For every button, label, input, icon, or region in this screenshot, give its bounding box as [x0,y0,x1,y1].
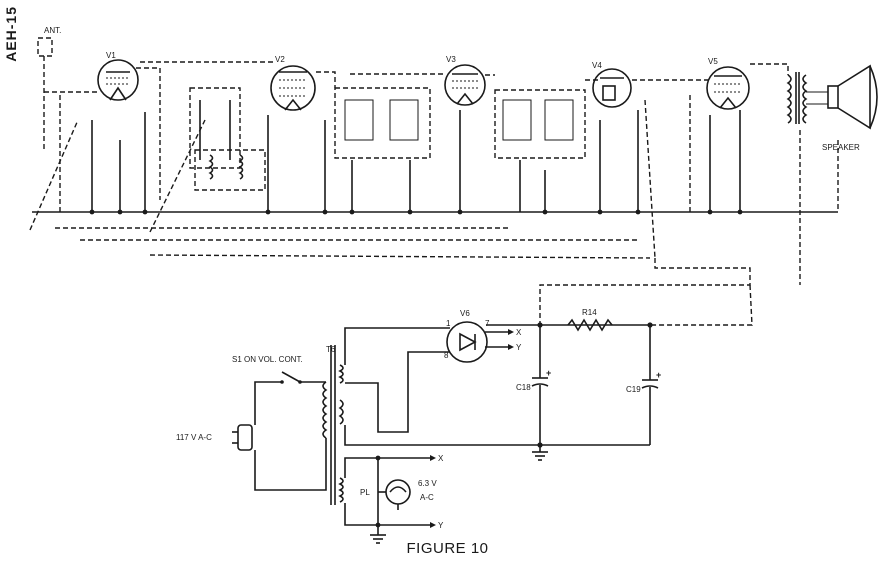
tube-v5-label: V5 [708,57,718,66]
ground-symbol-supply [532,445,548,461]
figure-caption: FIGURE 10 [406,540,489,557]
oscillator-coil [194,149,266,191]
tube-v3-label: V3 [446,55,456,64]
capacitor-c19: + C19 [626,325,661,445]
capacitor-c19-plus: + [656,370,661,380]
capacitor-c18-label: C18 [516,383,531,392]
speaker-label: SPEAKER [822,143,860,152]
if-transformer-3 [494,89,586,159]
capacitor-c19-label: C19 [626,385,641,394]
heater-node-x: X [438,454,444,463]
primary-circuit [254,371,327,491]
power-switch: S1 ON VOL. CONT. [232,355,303,364]
output-transformer [786,72,808,124]
capacitor-c18: + C18 [516,325,551,445]
heater-node-y: Y [438,521,444,530]
rectifier-v6: V6 1 7 8 X Y [444,309,522,363]
heater-type-label: A-C [420,493,434,502]
tube-v1-label: V1 [106,51,116,60]
antenna-symbol: ANT. [37,26,61,150]
tube-v4-label: V4 [592,61,602,70]
tube-v3: V3 [444,55,486,106]
antenna-label: ANT. [44,26,61,35]
b-plus-feed [539,258,753,326]
rectifier-pin-1: 1 [446,319,451,328]
ac-plug: 117 V A-C [176,424,253,451]
hv-wiring [344,324,650,446]
pilot-lamp-label: PL [360,488,370,497]
tube-v2: V2 [270,55,316,111]
tube-v4: V4 [592,61,632,108]
if-transformer-2 [334,87,431,159]
pilot-lamp: PL 6.3 V A-C [360,479,437,510]
resistor-label: R14 [582,308,597,317]
tube-v2-label: V2 [275,55,285,64]
bus-junctions [89,209,743,215]
speaker-symbol: SPEAKER [806,64,878,152]
resistor-r14: R14 [567,308,613,332]
tube-v1: V1 [97,51,139,101]
ground-bus [32,211,838,259]
rf-wiring [29,61,839,285]
if-transformer-1 [189,87,241,169]
heater-voltage-label: 6.3 V [418,479,437,488]
heater-circuit: X Y [344,454,444,544]
rectifier-pin-8: 8 [444,351,449,360]
capacitor-c18-plus: + [546,368,551,378]
line-voltage-label: 117 V A-C [176,433,212,442]
power-transformer: T6 [322,345,344,505]
switch-label: S1 ON VOL. CONT. [232,355,303,364]
rectifier-pin-7: 7 [485,319,490,328]
tube-v5: V5 [706,57,750,110]
rectifier-label: V6 [460,309,470,318]
rectifier-out-x: X [516,328,522,337]
supply-junctions [537,322,653,448]
rectifier-out-y: Y [516,343,522,352]
